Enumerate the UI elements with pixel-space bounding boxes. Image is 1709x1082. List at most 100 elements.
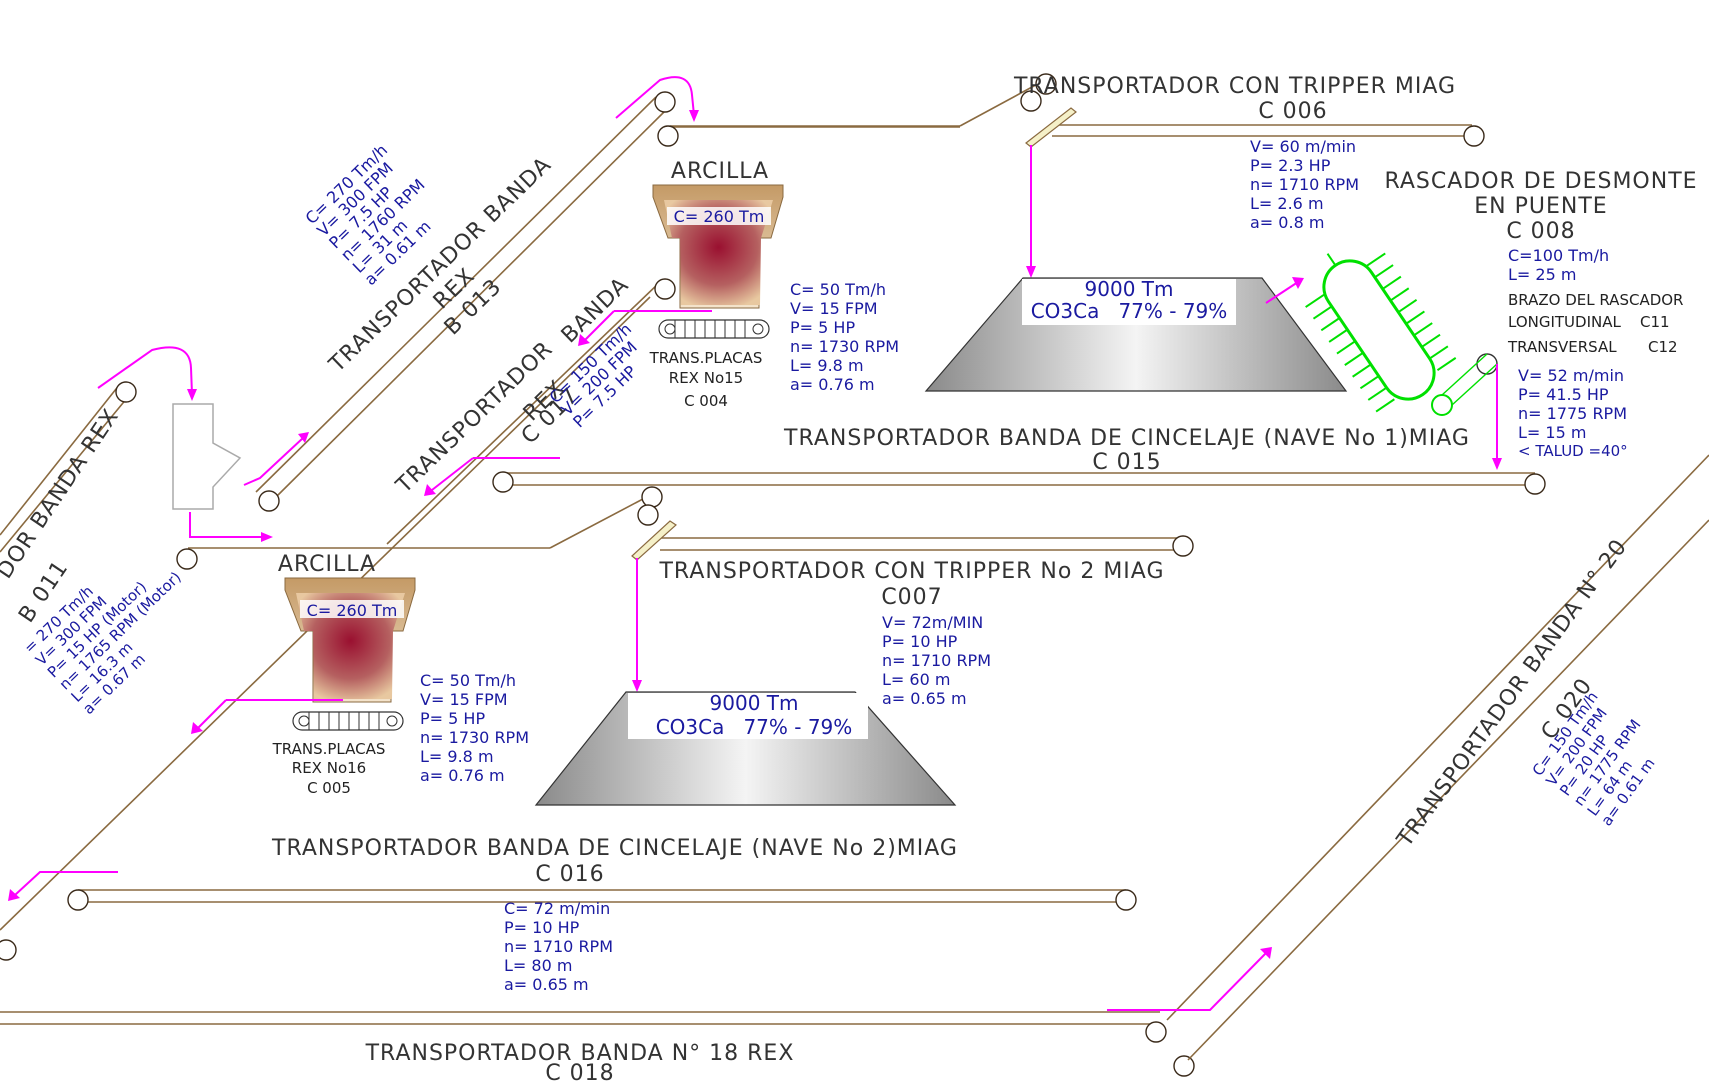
feeder2-line1: TRANS.PLACAS — [272, 740, 386, 758]
c020-specs: C= 150 Tm/h V= 200 FPM P= 20 HP n= 1775 … — [1529, 688, 1659, 829]
spec-line: L= 80 m — [504, 956, 572, 975]
pulley — [1115, 889, 1137, 911]
tripper-chute — [1025, 107, 1077, 148]
spec-line: n= 1775 RPM — [1518, 404, 1627, 423]
c008-length: L= 25 m — [1508, 265, 1576, 284]
c007-title: TRANSPORTADOR CON TRIPPER No 2 MIAG — [658, 559, 1164, 584]
pulley — [654, 278, 676, 300]
feeder1-line3: C 004 — [684, 392, 728, 410]
spec-line: V= 15 FPM — [420, 690, 508, 709]
pulley — [492, 471, 514, 493]
c016-code: C 016 — [535, 862, 604, 887]
spec-line: V= 52 m/min — [1518, 366, 1624, 385]
spec-line: n= 1730 RPM — [790, 337, 899, 356]
hopper-c005: C= 260 Tm ARCILLA TRANS.PLACAS REX No16 … — [191, 552, 529, 797]
c008-specs2: V= 52 m/min P= 41.5 HP n= 1775 RPM L= 15… — [1518, 366, 1628, 460]
spec-line: P= 10 HP — [504, 918, 580, 937]
c008-code: C 008 — [1506, 219, 1575, 244]
feeder2-line2: REX No16 — [292, 759, 366, 777]
apron-feeder — [658, 319, 770, 339]
pulley — [1463, 125, 1485, 147]
feeder1-line1: TRANS.PLACAS — [649, 349, 763, 367]
spec-line: L= 15 m — [1518, 423, 1586, 442]
pile2-composition: CO3Ca 77% - 79% — [656, 715, 853, 739]
spec-line: L= 2.6 m — [1250, 194, 1324, 213]
pulley — [637, 504, 659, 526]
c008-c11: C11 — [1640, 313, 1670, 331]
pulley — [654, 91, 676, 113]
conveyor-c015: TRANSPORTADOR BANDA DE CINCELAJE (NAVE N… — [492, 426, 1546, 495]
spec-line: n= 1730 RPM — [420, 728, 529, 747]
spec-line: L= 9.8 m — [790, 356, 864, 375]
pulley — [258, 490, 280, 512]
c008-title2: EN PUENTE — [1474, 194, 1607, 219]
c006-specs: V= 60 m/min P= 2.3 HP n= 1710 RPM L= 2.6… — [1250, 137, 1359, 232]
c008-title1: RASCADOR DE DESMONTE — [1384, 169, 1697, 194]
pulley — [1172, 535, 1194, 557]
diverter-chute — [172, 403, 242, 510]
spec-line: V= 72m/MIN — [882, 613, 983, 632]
c015-title: TRANSPORTADOR BANDA DE CINCELAJE (NAVE N… — [783, 426, 1470, 451]
c016-specs: C= 72 m/min P= 10 HP n= 1710 RPM L= 80 m… — [504, 899, 613, 994]
spec-line: n= 1710 RPM — [504, 937, 613, 956]
pulley — [1173, 1055, 1195, 1077]
pulley — [657, 125, 679, 147]
conveyor-c020: TRANSPORTADOR BANDA N° 20 C 020 C= 150 T… — [1107, 454, 1709, 1061]
c008-c12: C12 — [1648, 338, 1678, 356]
c008-longitudinal: LONGITUDINAL — [1508, 313, 1621, 331]
spec-line: L= 9.8 m — [420, 747, 494, 766]
hopper1-specs: C= 50 Tm/h V= 15 FPM P= 5 HP n= 1730 RPM… — [790, 280, 899, 394]
c018-code: C 018 — [545, 1061, 614, 1082]
stockpile-2: 9000 Tm CO3Ca 77% - 79% — [534, 691, 957, 806]
spec-line: V= 15 FPM — [790, 299, 878, 318]
spec-line: a= 0.76 m — [790, 375, 875, 394]
spec-line: a= 0.65 m — [504, 975, 589, 994]
conveyor-b011: DOR BANDA REX B 011 = 270 Tm/h V= 300 FP… — [0, 346, 273, 718]
spec-line: n= 1710 RPM — [882, 651, 991, 670]
pulley — [1524, 473, 1546, 495]
spec-line: C= 72 m/min — [504, 899, 610, 918]
hopper2-label: ARCILLA — [278, 552, 376, 577]
pulley — [67, 889, 89, 911]
b011-title1: DOR BANDA REX — [0, 404, 124, 583]
conveyor-c018: TRANSPORTADOR BANDA N° 18 REX C 018 — [0, 939, 1195, 1082]
rascador-c008: RASCADOR DE DESMONTE EN PUENTE C 008 C=1… — [1265, 169, 1697, 470]
c015-code: C 015 — [1092, 450, 1161, 475]
spec-line: C= 50 Tm/h — [790, 280, 886, 299]
spec-line: a= 0.76 m — [420, 766, 505, 785]
pulley — [1035, 73, 1057, 95]
pulley — [0, 939, 17, 961]
spec-line: P= 41.5 HP — [1518, 385, 1609, 404]
c008-brazo: BRAZO DEL RASCADOR — [1508, 291, 1683, 309]
conveyor-c007: TRANSPORTADOR CON TRIPPER No 2 MIAG C007… — [631, 486, 1194, 708]
hopper-c004: C= 260 Tm ARCILLA TRANS.PLACAS REX No15 … — [578, 159, 899, 410]
c007-specs: V= 72m/MIN P= 10 HP n= 1710 RPM L= 60 m … — [882, 613, 991, 708]
hopper1-label: ARCILLA — [671, 159, 769, 184]
tripper-chute — [631, 520, 677, 561]
spec-line: P= 5 HP — [420, 709, 485, 728]
hopper1-capacity: C= 260 Tm — [674, 207, 765, 226]
spec-line: n= 1710 RPM — [1250, 175, 1359, 194]
pulley — [641, 486, 663, 508]
spec-line: P= 5 HP — [790, 318, 855, 337]
hopper2-capacity: C= 260 Tm — [307, 601, 398, 620]
c006-code: C 006 — [1258, 99, 1327, 124]
apron-feeder — [292, 711, 404, 731]
pile1-composition: CO3Ca 77% - 79% — [1031, 299, 1228, 323]
c016-title: TRANSPORTADOR BANDA DE CINCELAJE (NAVE N… — [271, 836, 958, 861]
c008-transversal: TRANSVERSAL — [1507, 338, 1617, 356]
conveyor-c016: TRANSPORTADOR BANDA DE CINCELAJE (NAVE N… — [8, 836, 1137, 994]
c006-title: TRANSPORTADOR CON TRIPPER MIAG — [1013, 74, 1456, 99]
pulley — [1145, 1021, 1167, 1043]
c018-title: TRANSPORTADOR BANDA N° 18 REX — [365, 1041, 795, 1066]
pulley — [1020, 90, 1042, 112]
spec-line: a= 0.65 m — [882, 689, 967, 708]
hopper2-specs: C= 50 Tm/h V= 15 FPM P= 5 HP n= 1730 RPM… — [420, 671, 529, 785]
pulley — [115, 381, 137, 403]
spec-line: C= 50 Tm/h — [420, 671, 516, 690]
spec-line: L= 60 m — [882, 670, 950, 689]
spec-line: a= 0.8 m — [1250, 213, 1324, 232]
pulley — [176, 548, 198, 570]
pile1-tonnage: 9000 Tm — [1085, 277, 1174, 301]
